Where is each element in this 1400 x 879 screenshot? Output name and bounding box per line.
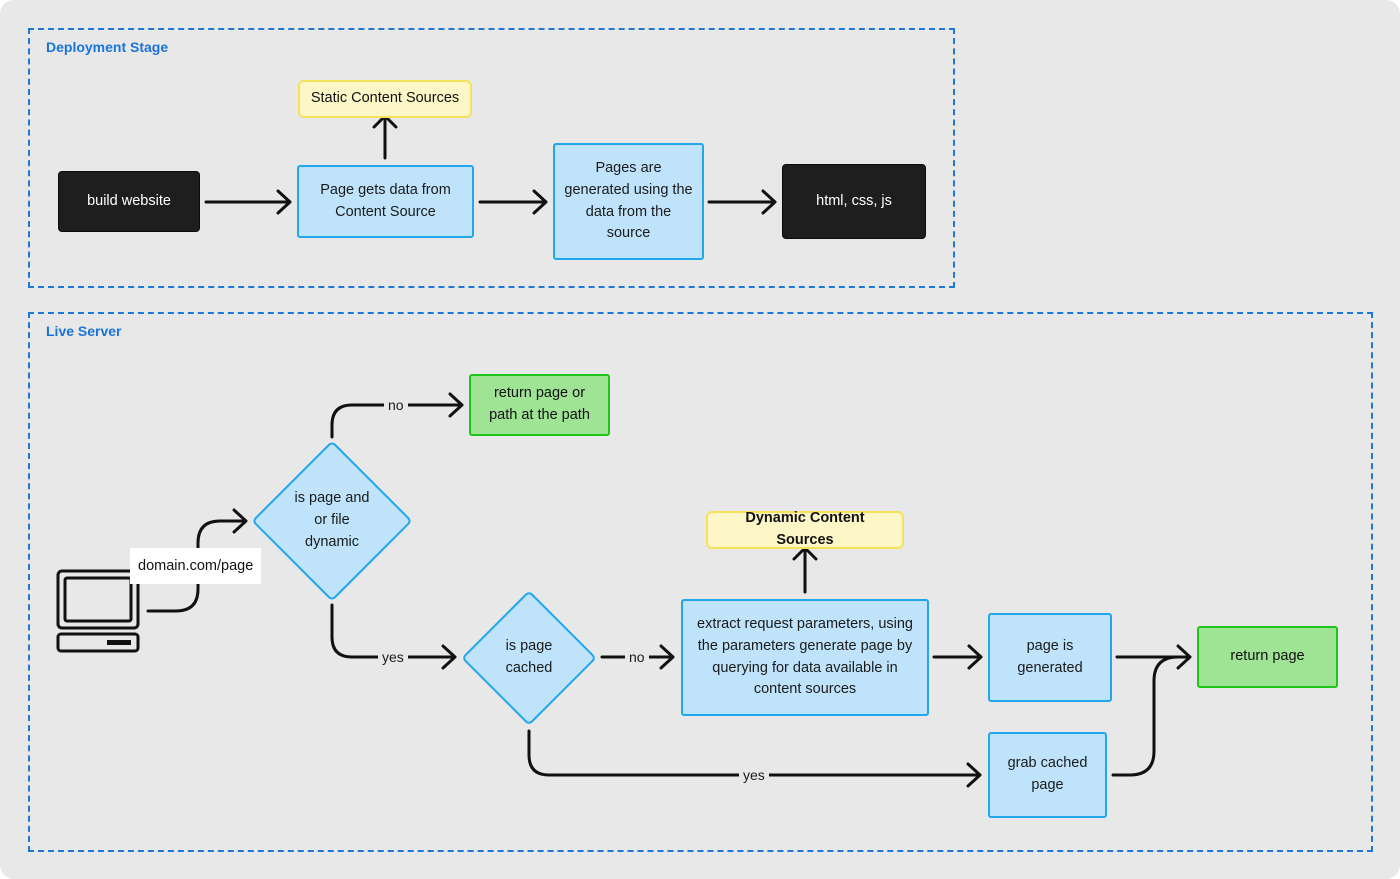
return-page-node: return page <box>1197 626 1338 688</box>
live-server-title: Live Server <box>46 323 122 339</box>
build-website-node: build website <box>58 171 200 232</box>
pages-generated-node: Pages are generated using the data from … <box>553 143 704 260</box>
edge-generated-to-output <box>707 189 777 215</box>
extract-parameters-node: extract request parameters, using the pa… <box>681 599 929 716</box>
edge-dynamic-no <box>330 392 464 439</box>
edge-dynamic-yes <box>330 603 457 670</box>
deployment-stage-title: Deployment Stage <box>46 39 169 55</box>
edge-extract-to-dynamic <box>792 546 818 594</box>
dynamic-content-sources-node: Dynamic Content Sources <box>706 510 904 549</box>
request-url-label: domain.com/page <box>130 548 262 584</box>
cached-no-label: no <box>625 648 649 666</box>
is-page-dynamic-decision: is page and or file dynamic <box>251 440 413 602</box>
grab-cached-page-node: grab cached page <box>988 732 1107 818</box>
edge-cached-yes <box>527 729 982 788</box>
edge-build-to-page-data <box>204 189 292 215</box>
edge-cached-page-to-return <box>1111 655 1180 777</box>
edge-extract-to-generated <box>932 644 983 670</box>
edge-page-data-to-generated <box>478 189 548 215</box>
dynamic-yes-label: yes <box>378 648 408 666</box>
live-server-frame: Live Server <box>28 312 1373 852</box>
page-is-generated-node: page is generated <box>988 613 1112 702</box>
edge-page-data-to-static <box>372 114 398 160</box>
page-gets-data-node: Page gets data from Content Source <box>297 165 474 238</box>
static-content-sources-node: Static Content Sources <box>298 80 472 118</box>
dynamic-no-label: no <box>384 396 408 414</box>
is-page-dynamic-label: is page and or file dynamic <box>294 490 370 550</box>
is-page-cached-label: is page cached <box>505 638 553 676</box>
computer-icon <box>56 569 140 653</box>
cached-yes-label: yes <box>739 766 769 784</box>
is-page-cached-decision: is page cached <box>461 590 597 726</box>
html-css-js-node: html, css, js <box>782 164 926 239</box>
return-page-or-path-node: return page or path at the path <box>469 374 610 436</box>
deployment-stage-frame: Deployment Stage <box>28 28 955 288</box>
